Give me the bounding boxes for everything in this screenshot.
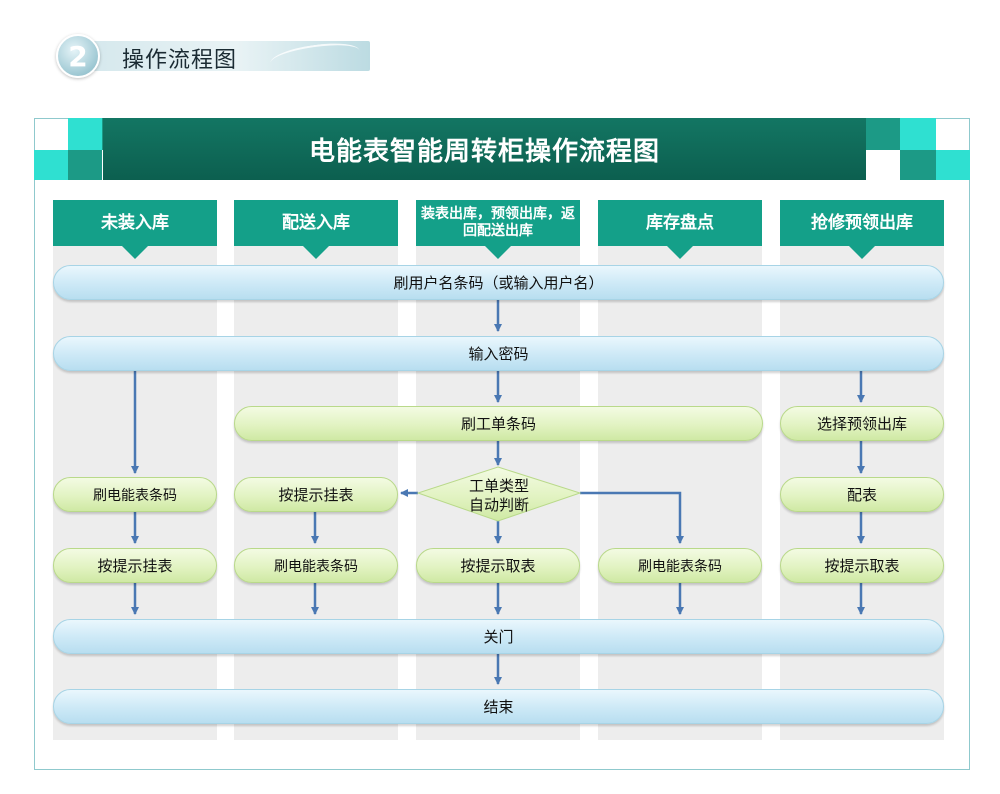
node-col5-assign-meter: 配表 bbox=[780, 477, 944, 512]
node-col2-scan-meter: 刷电能表条码 bbox=[234, 548, 398, 583]
section-header: 2 操作流程图 bbox=[56, 34, 370, 78]
column-header-pointer bbox=[121, 245, 149, 259]
section-number-badge: 2 bbox=[56, 34, 100, 78]
node-select-preclaim: 选择预领出库 bbox=[780, 406, 944, 441]
column-header-pointer bbox=[848, 245, 876, 259]
node-col1-hang-meter: 按提示挂表 bbox=[53, 548, 217, 583]
section-title: 操作流程图 bbox=[122, 48, 238, 73]
node-col3-take-meter: 按提示取表 bbox=[416, 548, 580, 583]
column-header-pointer bbox=[302, 245, 330, 259]
node-scan-username: 刷用户名条码（或输入用户名） bbox=[53, 265, 944, 300]
node-enter-password: 输入密码 bbox=[53, 336, 944, 371]
column-header-delivery-storage: 配送入库 bbox=[234, 200, 398, 246]
deco-square bbox=[68, 118, 102, 150]
column-header-unpacked-storage: 未装入库 bbox=[53, 200, 217, 246]
decision-line-1: 工单类型 bbox=[468, 477, 529, 495]
decision-diamond bbox=[416, 466, 582, 522]
column-header-pointer bbox=[666, 245, 694, 259]
column-header-outbound: 装表出库，预领出库，返回配送出库 bbox=[416, 200, 580, 246]
decision-line-2: 自动判断 bbox=[468, 496, 529, 514]
node-col2-hang-meter: 按提示挂表 bbox=[234, 477, 398, 512]
deco-square bbox=[34, 150, 68, 180]
diagram-title: 电能表智能周转柜操作流程图 bbox=[308, 136, 660, 167]
node-work-order-type: 工单类型 自动判断 bbox=[420, 474, 578, 518]
node-end: 结束 bbox=[53, 689, 944, 724]
column-header-pointer bbox=[484, 245, 512, 259]
node-col1-scan-meter: 刷电能表条码 bbox=[53, 477, 217, 512]
column-header-repair-preclaim: 抢修预领出库 bbox=[780, 200, 944, 246]
diagram-banner bbox=[103, 118, 866, 180]
node-col4-scan-meter: 刷电能表条码 bbox=[598, 548, 762, 583]
deco-square bbox=[68, 150, 102, 180]
deco-square bbox=[900, 150, 936, 180]
column-header-inventory-check: 库存盘点 bbox=[598, 200, 762, 246]
node-scan-work-order: 刷工单条码 bbox=[234, 406, 763, 441]
deco-square bbox=[866, 118, 900, 150]
node-col5-take-meter: 按提示取表 bbox=[780, 548, 944, 583]
section-header-bar bbox=[74, 41, 370, 71]
deco-square bbox=[936, 150, 970, 180]
node-close-door: 关门 bbox=[53, 619, 944, 654]
arrow bbox=[580, 491, 684, 544]
deco-square bbox=[900, 118, 936, 150]
